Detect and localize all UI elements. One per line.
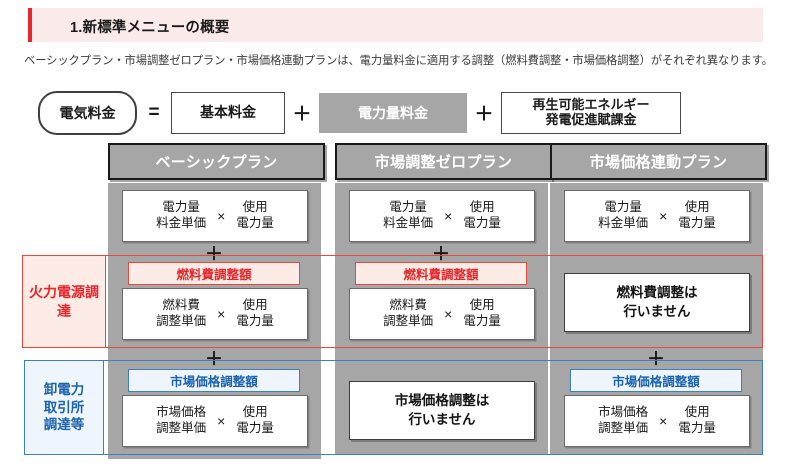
side-label-wholesale-l3: 調達等 [43, 417, 85, 433]
multiply-icon: × [217, 208, 226, 224]
plan-header-linked[interactable]: 市場価格連動プラン [550, 143, 767, 180]
ec-unit-l2-zero: 料金単価 [383, 216, 434, 230]
multiply-icon: × [217, 413, 226, 429]
ec-unit-l2-basic: 料金単価 [156, 216, 207, 230]
multiply-icon: × [659, 413, 668, 429]
plus-zero-fuel: ＋ [432, 244, 450, 264]
side-label-thermal-procurement: 火力電源調達 [22, 255, 106, 348]
equation-term-energy-charge: 電力量料金 [319, 92, 467, 133]
fuel-notice-l2-linked: 行いません [623, 303, 691, 319]
ec-qty-l1-linked: 使用 [684, 200, 710, 215]
fuel-unit-l2-basic: 調整単価 [156, 314, 207, 328]
fuel-qty-l1-zero: 使用 [469, 298, 495, 313]
side-label-wholesale-procurement: 卸電力 取引所 調達等 [24, 360, 104, 455]
fuel-notice-l1-linked: 燃料費調整は [616, 284, 698, 300]
multiply-icon: × [444, 306, 453, 322]
market-adjustment-notice-zero: 市場価格調整は 行いません [349, 381, 535, 440]
market-adjustment-badge-linked: 市場価格調整額 [570, 369, 742, 392]
mkt-unit-l2-linked: 調整単価 [598, 421, 649, 435]
energy-charge-formula-zero: 電力量料金単価 × 使用電力量 [349, 190, 535, 242]
equation-term-renewable-levy: 再生可能エネルギー 発電促進賦課金 [501, 91, 681, 134]
fuel-adjustment-badge-zero: 燃料費調整額 [355, 262, 527, 285]
side-label-wholesale-l1: 卸電力 [43, 382, 85, 398]
ec-qty-l1-basic: 使用 [242, 200, 268, 215]
ec-unit-l1-basic: 電力量 [162, 200, 200, 215]
energy-charge-formula-linked: 電力量料金単価 × 使用電力量 [564, 190, 750, 242]
equation-term-base-charge: 基本料金 [171, 91, 285, 134]
plus-sign-1: ＋ [292, 104, 312, 125]
plan-header-zero[interactable]: 市場調整ゼロプラン [335, 143, 552, 180]
mkt-qty-l2-basic: 電力量 [236, 421, 274, 435]
fuel-qty-l2-zero: 電力量 [463, 314, 501, 328]
fuel-qty-l2-basic: 電力量 [236, 314, 274, 328]
mkt-notice-l2-zero: 行いません [408, 411, 476, 427]
page-title: 1.新標準メニューの概要 [70, 20, 230, 36]
fuel-adjustment-notice-linked: 燃料費調整は 行いません [564, 273, 750, 332]
multiply-icon: × [217, 306, 226, 322]
renewable-levy-line1: 再生可能エネルギー [532, 96, 650, 112]
mkt-qty-l2-linked: 電力量 [678, 421, 716, 435]
plus-basic-fuel: ＋ [205, 244, 223, 264]
fuel-unit-l1-basic: 燃料費 [162, 298, 200, 313]
fuel-adjustment-badge-basic: 燃料費調整額 [128, 262, 300, 285]
energy-charge-formula-basic: 電力量料金単価 × 使用電力量 [122, 190, 308, 242]
fuel-adjustment-formula-basic: 燃料費調整単価 × 使用電力量 [122, 288, 308, 340]
side-label-wholesale-l2: 取引所 [43, 399, 85, 415]
equals-sign: = [148, 101, 160, 123]
section-header-band [28, 8, 763, 42]
ec-unit-l1-linked: 電力量 [604, 200, 642, 215]
mkt-notice-l1-zero: 市場価格調整は [394, 392, 490, 408]
fuel-unit-l1-zero: 燃料費 [389, 298, 427, 313]
market-adjustment-badge-basic: 市場価格調整額 [128, 369, 300, 392]
electricity-bill-equation: 電気料金 = 基本料金 ＋ 電力量料金 ＋ 再生可能エネルギー 発電促進賦課金 [38, 90, 681, 135]
mkt-unit-l2-basic: 調整単価 [156, 421, 207, 435]
ec-qty-l2-linked: 電力量 [678, 216, 716, 230]
renewable-levy-line2: 発電促進賦課金 [545, 111, 637, 127]
mkt-qty-l1-linked: 使用 [684, 405, 710, 420]
ec-unit-l1-zero: 電力量 [389, 200, 427, 215]
equation-result-electricity-bill: 電気料金 [38, 90, 137, 135]
plus-sign-2: ＋ [474, 104, 494, 125]
ec-unit-l2-linked: 料金単価 [598, 216, 649, 230]
header-accent-rule [28, 8, 32, 42]
fuel-adjustment-formula-zero: 燃料費調整単価 × 使用電力量 [349, 288, 535, 340]
fuel-qty-l1-basic: 使用 [242, 298, 268, 313]
mkt-qty-l1-basic: 使用 [242, 405, 268, 420]
multiply-icon: × [659, 208, 668, 224]
ec-qty-l1-zero: 使用 [469, 200, 495, 215]
plus-linked-market: ＋ [647, 349, 665, 369]
market-adjustment-formula-linked: 市場価格調整単価 × 使用電力量 [564, 395, 750, 447]
intro-paragraph: ベーシックプラン・市場調整ゼロプラン・市場価格連動プランは、電力量料金に適用する… [24, 55, 773, 67]
mkt-unit-l1-linked: 市場価格 [598, 405, 649, 420]
plan-header-basic[interactable]: ベーシックプラン [108, 143, 325, 180]
ec-qty-l2-zero: 電力量 [463, 216, 501, 230]
mkt-unit-l1-basic: 市場価格 [156, 405, 207, 420]
fuel-unit-l2-zero: 調整単価 [383, 314, 434, 328]
multiply-icon: × [444, 208, 453, 224]
plus-basic-market: ＋ [205, 349, 223, 369]
side-label-thermal-text: 火力電源調達 [29, 284, 99, 319]
market-adjustment-formula-basic: 市場価格調整単価 × 使用電力量 [122, 395, 308, 447]
ec-qty-l2-basic: 電力量 [236, 216, 274, 230]
